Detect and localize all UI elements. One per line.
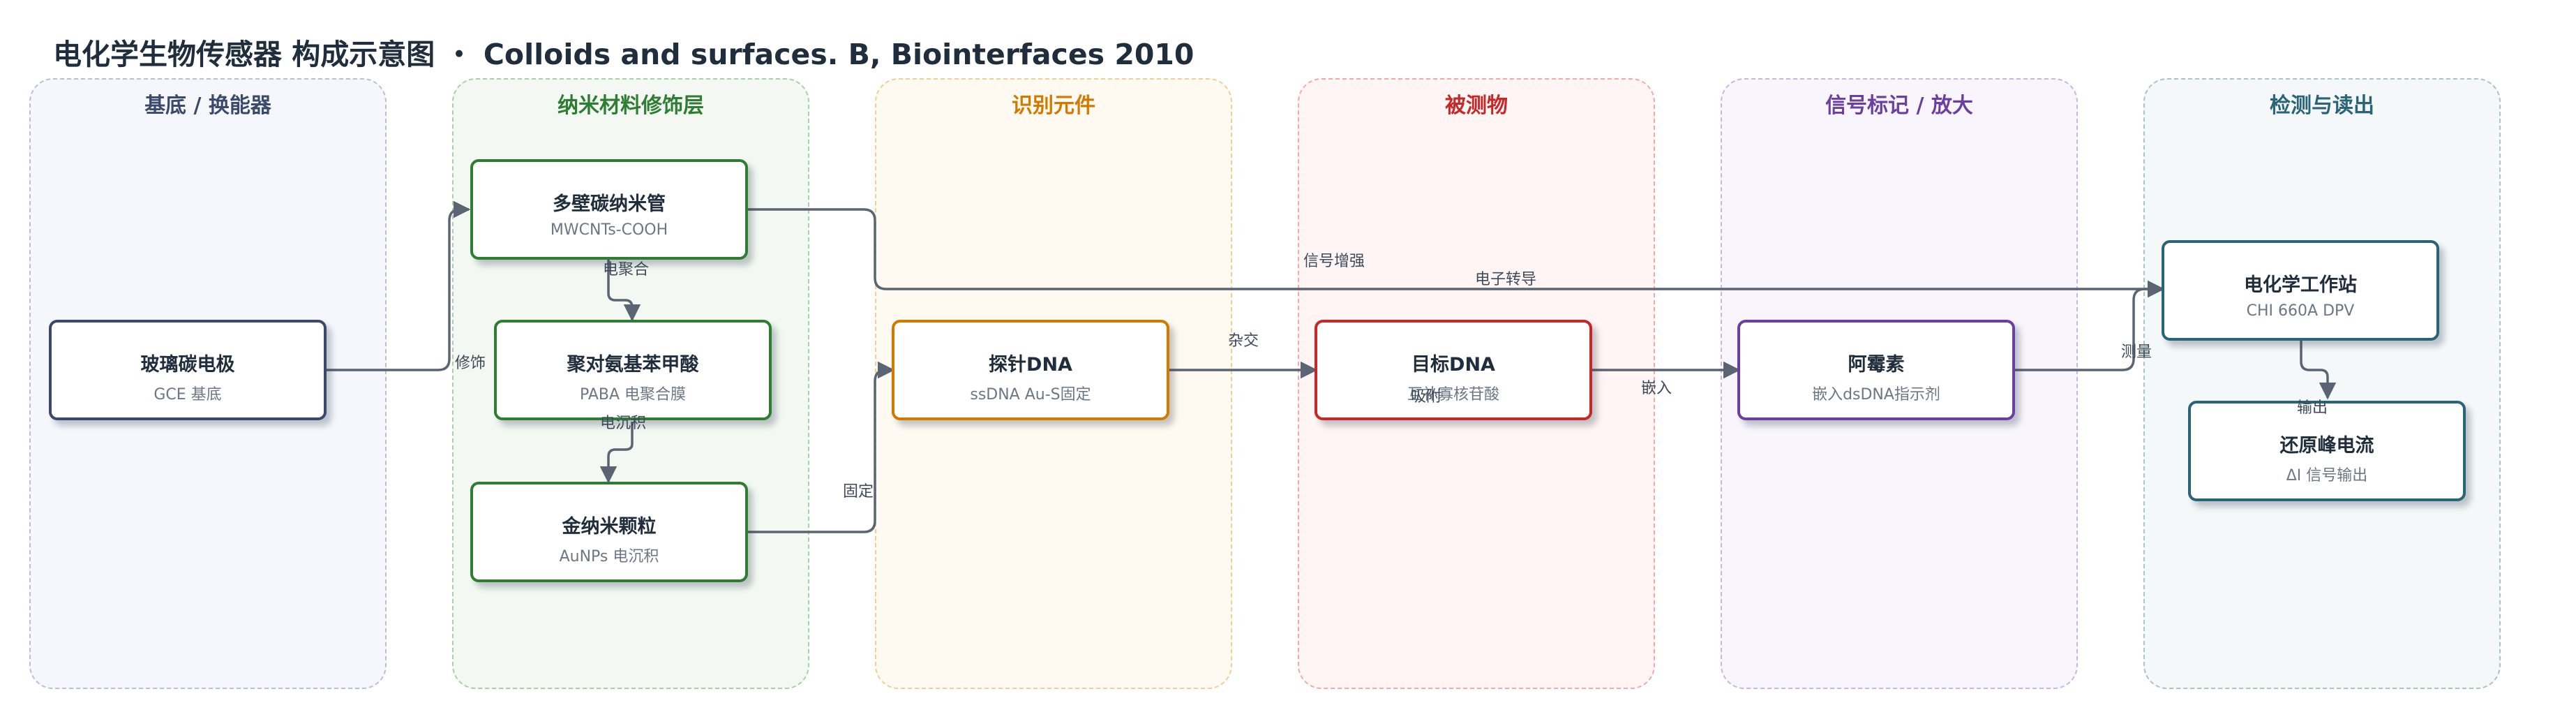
- node-title: 目标DNA: [1411, 354, 1495, 376]
- node-title: 玻璃碳电极: [140, 354, 235, 376]
- node-subtitle: PABA 电聚合膜: [579, 386, 687, 404]
- lane-title-readout: 检测与读出: [2270, 94, 2374, 118]
- node-subtitle: GCE 基底: [153, 386, 222, 404]
- node-title: 电化学工作站: [2244, 274, 2357, 296]
- node-title: 还原峰电流: [2279, 435, 2374, 457]
- lane-title-recognition: 识别元件: [1012, 94, 1095, 118]
- edge-mwcnt-station: [748, 208, 2165, 298]
- lane-title-analyte: 被测物: [1445, 94, 1508, 118]
- node-title: 金纳米颗粒: [562, 516, 657, 538]
- node-mwcnt[interactable]: 多壁碳纳米管 MWCNTs-COOH: [470, 159, 748, 260]
- node-electrochemical-station[interactable]: 电化学工作站 CHI 660A DPV: [2162, 240, 2439, 341]
- node-paba[interactable]: 聚对氨基苯甲酸 PABA 电聚合膜: [494, 320, 772, 420]
- lane-title-signal: 信号标记 / 放大: [1825, 94, 1973, 118]
- node-glassy-carbon-electrode[interactable]: 玻璃碳电极 GCE 基底: [49, 320, 327, 420]
- lane-title-substrate: 基底 / 换能器: [144, 94, 271, 118]
- node-probe-dna[interactable]: 探针DNA ssDNA Au-S固定: [892, 320, 1169, 420]
- edge-gce-mwcnt: [327, 200, 471, 371]
- node-subtitle: 嵌入dsDNA指示剂: [1812, 386, 1940, 404]
- node-title: 多壁碳纳米管: [553, 193, 666, 215]
- node-title: 阿霉素: [1848, 354, 1905, 376]
- node-subtitle: CHI 660A DPV: [2246, 302, 2355, 320]
- edge-label-enhance: 信号增强: [1303, 253, 1365, 270]
- edge-mwcnt-paba: [607, 260, 641, 322]
- node-subtitle: ssDNA Au-S固定: [970, 386, 1091, 404]
- edge-aunp-probe: [748, 361, 895, 533]
- node-aunp[interactable]: 金纳米颗粒 AuNPs 电沉积: [470, 482, 748, 582]
- edge-label-electropoly: 电聚合: [603, 261, 650, 279]
- edge-label-intercalate: 嵌入: [1641, 380, 1672, 397]
- edge-label-fix: 固定: [843, 483, 874, 501]
- node-daunomycin[interactable]: 阿霉素 嵌入dsDNA指示剂: [1737, 320, 2015, 420]
- node-title: 聚对氨基苯甲酸: [567, 354, 699, 376]
- edge-label-transfer: 电子转导: [1475, 271, 1537, 288]
- node-subtitle: MWCNTs-COOH: [550, 221, 668, 239]
- lane-title-nanomaterial: 纳米材料修饰层: [557, 94, 704, 118]
- node-target-dna[interactable]: 目标DNA 互补寡核苷酸: [1315, 320, 1592, 420]
- edge-label-modify: 修饰: [455, 355, 486, 372]
- edge-label-output: 输出: [2297, 399, 2328, 417]
- edge-label-electrodep: 电沉积: [600, 415, 647, 432]
- edge-label-hybridize: 杂交: [1228, 332, 1259, 350]
- node-reduction-peak-current[interactable]: 还原峰电流 ΔI 信号输出: [2188, 401, 2466, 501]
- edge-dau-station: [2015, 280, 2165, 371]
- node-subtitle: ΔI 信号输出: [2286, 467, 2368, 484]
- node-subtitle: 互补寡核苷酸: [1407, 386, 1499, 404]
- node-subtitle: AuNPs 电沉积: [559, 548, 659, 565]
- edge-paba-aunp: [599, 422, 634, 484]
- edge-station-current: [2300, 341, 2337, 400]
- diagram-title: 电化学生物传感器 构成示意图 ・ Colloids and surfaces. …: [53, 38, 1195, 71]
- edge-label-adsorb: 吸附: [1411, 388, 1442, 406]
- edge-label-measure: 测量: [2121, 343, 2152, 361]
- node-title: 探针DNA: [989, 354, 1072, 376]
